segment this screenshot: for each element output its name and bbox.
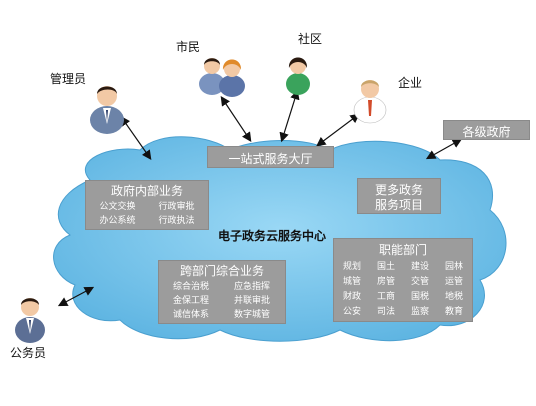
internal-business-box: 政府内部业务 公文交换 行政审批 办公系统 行政执法 [85,180,209,230]
cross-dept-cell: 综合治税 [172,282,209,292]
dept-cell: 建设 [410,262,429,272]
label-manager: 管理员 [50,72,87,86]
arrow-gov-hall [425,138,463,160]
arrow-manager-hall [120,116,152,160]
one-stop-hall-box: 一站式服务大厅 [207,146,334,168]
dept-cell: 房管 [376,277,395,287]
dept-cell: 教育 [444,307,463,317]
more-services-box: 更多政务 服务项目 [357,178,441,214]
internal-item: 公文交换 [99,202,136,212]
internal-item: 行政审批 [158,202,195,212]
internal-business-title: 政府内部业务 [110,184,183,198]
dept-cell: 国税 [410,292,429,302]
label-civil-servant: 公务员 [10,346,47,360]
arrow-civilservant-cloud [57,286,95,307]
cross-dept-cell: 金保工程 [172,296,209,306]
dept-cell: 园林 [444,262,463,272]
dept-cell: 规划 [342,262,361,272]
arrow-enterprise-hall [316,113,360,147]
functional-depts-box: 职能部门 规划 国土 建设 园林 城管 房管 交管 运管 财政 工商 国税 地税… [333,238,473,322]
dept-cell: 公安 [342,307,361,317]
dept-cell: 城管 [342,277,361,287]
civil-servant-person-icon [15,298,45,343]
functional-depts-title: 职能部门 [378,243,427,257]
cross-dept-cell: 诚信体系 [172,310,209,320]
cloud-center-title: 电子政务云服务中心 [218,229,327,243]
label-enterprise: 企业 [398,76,423,90]
gov-levels-title: 各级政府 [462,125,511,139]
dept-cell: 工商 [376,292,395,302]
gov-levels-box: 各级政府 [443,120,530,140]
dept-cell: 财政 [342,292,361,302]
dept-cell: 交管 [410,277,429,287]
enterprise-person-icon [353,80,387,124]
dept-cell: 司法 [376,307,395,317]
internal-item: 行政执法 [158,216,195,226]
more-services-line2: 服务项目 [374,198,423,212]
dept-cell: 地税 [444,292,463,302]
community-person-icon [286,57,310,95]
label-community: 社区 [298,32,323,46]
label-citizen: 市民 [176,40,201,54]
cross-dept-cell: 并联审批 [233,296,270,306]
cross-dept-title: 跨部门综合业务 [179,264,264,278]
dept-cell: 运管 [444,277,463,287]
internal-item: 办公系统 [99,216,136,226]
connector-arrows [57,89,463,307]
more-services-line1: 更多政务 [374,183,423,197]
one-stop-hall-title: 一站式服务大厅 [228,152,313,166]
dept-cell: 国土 [376,262,395,272]
arrow-citizen-hall [220,96,252,142]
cross-dept-cell: 应急指挥 [233,282,270,292]
arrow-community-hall [279,89,300,143]
dept-cell: 监察 [410,307,429,317]
manager-person-icon [90,86,124,134]
cross-dept-box: 跨部门综合业务 综合治税 应急指挥 金保工程 并联审批 诚信体系 数字城管 [158,260,286,324]
citizens-couple-icon [199,58,245,97]
cross-dept-cell: 数字城管 [233,310,270,320]
